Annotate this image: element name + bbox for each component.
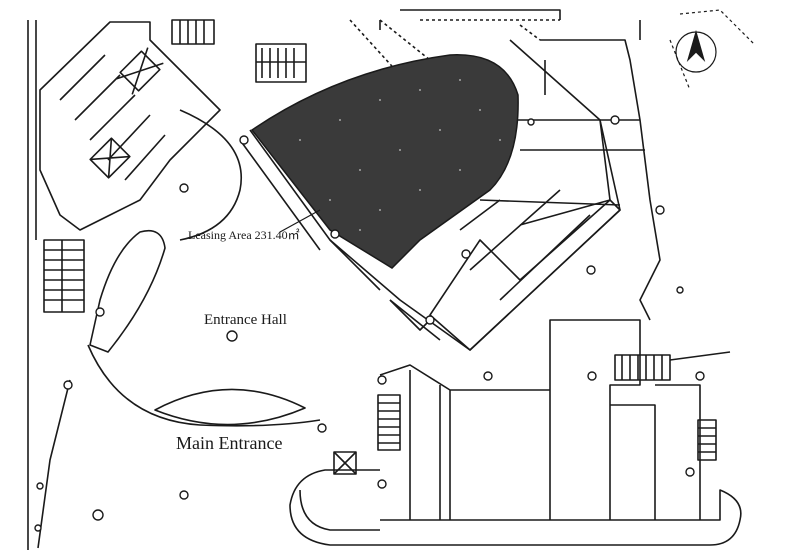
compass-north-icon: [669, 9, 756, 91]
entrance-hall-label: Entrance Hall: [204, 312, 287, 328]
left-outer-wall: [27, 20, 37, 550]
right-block: [429, 199, 621, 351]
columns: [34, 115, 705, 532]
main-entrance-label: Main Entrance: [176, 433, 283, 453]
right-top-wall: [540, 39, 661, 321]
curved-pillar: [89, 229, 166, 353]
leasing-area: [250, 54, 519, 269]
stair-cross-a: [116, 47, 164, 95]
left-stair: [43, 239, 85, 313]
lobby-curve-wall: [179, 109, 242, 241]
far-right-stair: [697, 419, 717, 461]
upper-stair: [255, 43, 307, 83]
entrance-canopy: [154, 388, 306, 426]
bottom-right-complex: [379, 319, 701, 520]
stair-cross-b: [89, 137, 131, 179]
lift-cross: [333, 451, 357, 475]
right-stair: [614, 354, 671, 381]
entrance-sweep-wall: [87, 344, 321, 427]
leasing-leader: [279, 209, 321, 233]
side-stair: [377, 394, 401, 451]
service-block: [39, 21, 221, 231]
leasing-area-label: Leasing Area 231.40㎡: [188, 228, 300, 242]
top-stair: [171, 19, 215, 45]
